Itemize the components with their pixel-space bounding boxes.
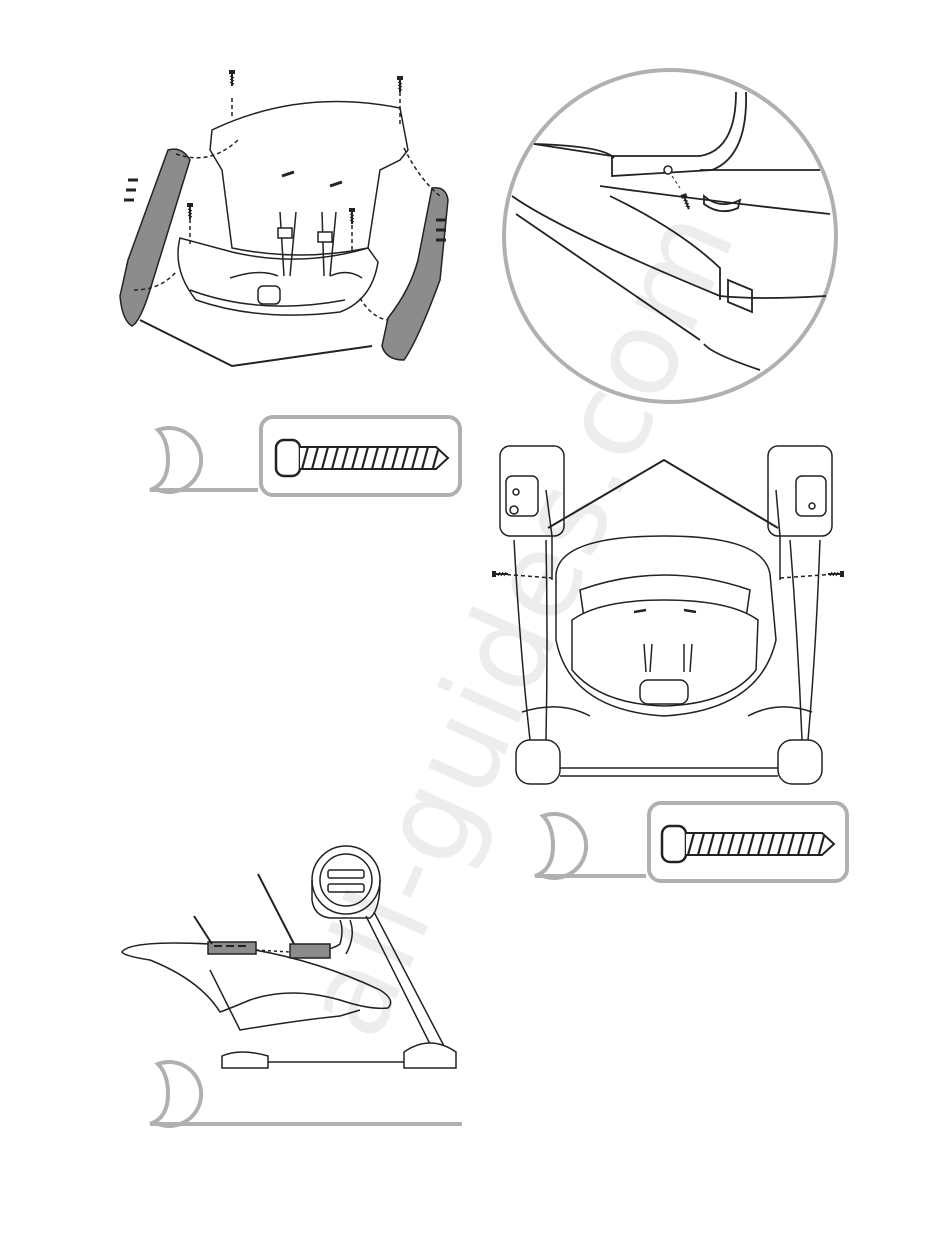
screw-panel-a xyxy=(261,417,460,495)
swing-frame-illustration xyxy=(500,446,836,784)
step-badge-c xyxy=(150,1062,462,1126)
detail-zoom-circle xyxy=(504,70,836,402)
step-badge-a xyxy=(150,428,258,492)
step-badge-b xyxy=(535,814,646,878)
swing-side-illustration xyxy=(122,846,456,1068)
seat-armrest-illustration xyxy=(120,92,448,366)
screw-panel-b xyxy=(649,803,847,881)
